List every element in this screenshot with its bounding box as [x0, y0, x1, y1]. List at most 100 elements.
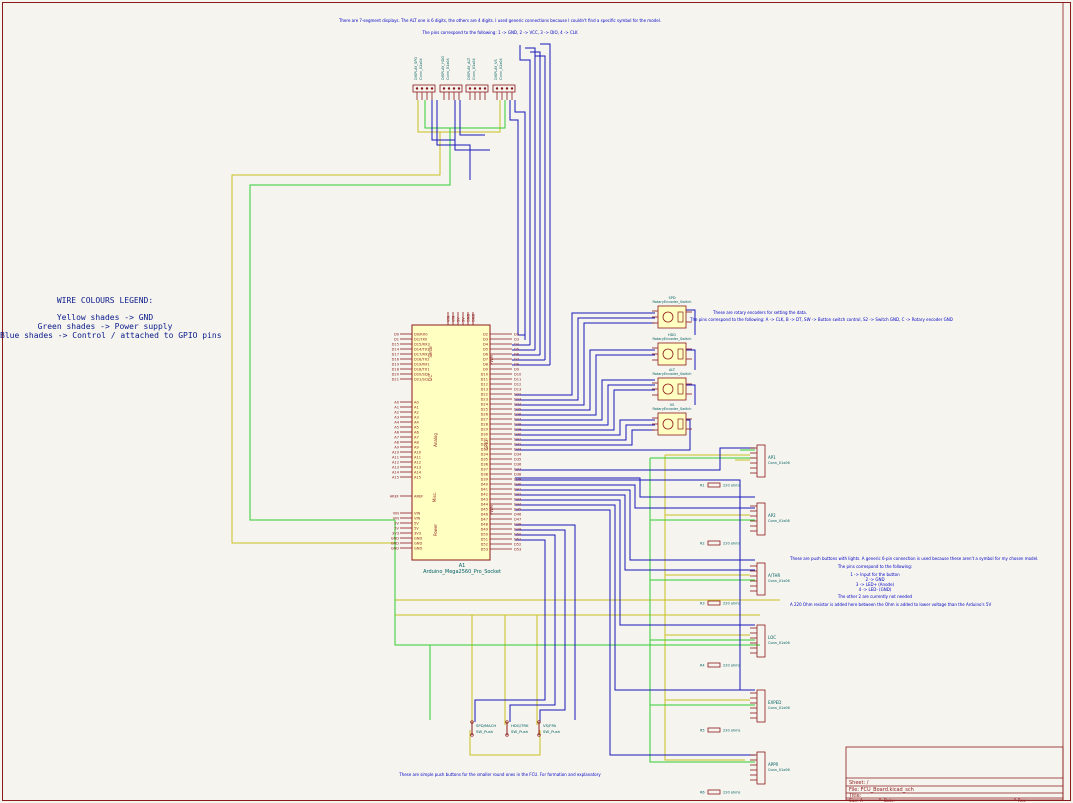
- arduino-right-pin-label: D49: [481, 528, 489, 532]
- arduino-right-pin-label: D53: [481, 548, 488, 552]
- arduino-left-pin-label: A11: [414, 456, 421, 460]
- display-pin-dot: [420, 87, 424, 90]
- display-value: Conn_01x04: [472, 57, 476, 80]
- arduino-left-pin-label: D0/RX0: [414, 333, 428, 337]
- arduino-left-pin-label: D17/RX2: [414, 353, 430, 357]
- arduino-right-pin-num: D31: [514, 438, 521, 442]
- note-encoders-line2: The pins correspond to the following: A …: [690, 317, 953, 322]
- arduino-right-pin-num: D26: [514, 413, 522, 417]
- arduino-left-pin-num: D14: [392, 348, 400, 352]
- arduino-left-pin-label: D16/TX2: [414, 358, 430, 362]
- arduino-left-pin-num: A7: [394, 436, 399, 440]
- pushbutton-value: SW_Push: [543, 729, 561, 734]
- arduino-right-pin-num: D53: [514, 548, 521, 552]
- display-pin-dot: [452, 87, 456, 90]
- title-block-title: Title:: [848, 793, 862, 799]
- arduino-right-pin-num: D24: [514, 403, 522, 407]
- pushbutton-terminal: [470, 733, 474, 737]
- display-pin-dot: [442, 87, 446, 90]
- title-block: [845, 746, 1064, 801]
- gnd-wires: [231, 100, 780, 761]
- display-pin-dot: [430, 87, 434, 90]
- note-buttons-line3: 1 -> Input for the button: [850, 572, 900, 577]
- arduino-right-pin-label: D50: [481, 533, 489, 537]
- legend-green: Green shades -> Power supply: [37, 322, 173, 331]
- arduino-left-pin-num: A15: [392, 476, 399, 480]
- wires: [231, 43, 780, 763]
- arduino-left-pin-label: A3: [414, 416, 419, 420]
- arduino-left-pin-num: D15: [392, 343, 399, 347]
- arduino-right-pin-num: D7: [514, 358, 519, 362]
- arduino-right-pin-label: D37: [481, 468, 488, 472]
- button-ref: AP2: [768, 513, 776, 518]
- button-connector-body: [756, 751, 766, 785]
- encoder-body: [657, 342, 687, 366]
- arduino-right-pin-num: D12: [514, 383, 521, 387]
- arduino-right-pin-num: D44: [514, 503, 522, 507]
- pushbutton-terminal: [470, 720, 474, 724]
- arduino-right-pin-num: D3: [514, 338, 519, 342]
- pushbutton-terminal: [505, 733, 509, 737]
- arduino-left-pin-label: A6: [414, 431, 419, 435]
- arduino-left-pin-label: A1: [414, 406, 419, 410]
- wire-colours-legend: WIRE COLOURS LEGEND: Yellow shades -> GN…: [0, 296, 222, 340]
- display-pin-dot: [495, 87, 499, 90]
- arduino-right-pin-label: D47: [481, 518, 488, 522]
- arduino-left-pin-label: D1/TX0: [414, 338, 428, 342]
- arduino-left-pin-num: A5: [394, 426, 399, 430]
- note-buttons-line5: 3 -> LED+ (Anode): [855, 582, 895, 587]
- arduino-left-pin-num: D0: [394, 333, 400, 337]
- arduino-left-pin-label: A7: [414, 436, 419, 440]
- button-connector-body: [756, 562, 766, 596]
- arduino-right-pin-num: D50: [514, 533, 522, 537]
- button-value: Conn_01x06: [768, 706, 790, 710]
- button-value: Conn_01x06: [768, 768, 790, 772]
- arduino-left-pin-num: 3V3: [392, 532, 399, 536]
- display-connector-body: [465, 84, 489, 93]
- arduino-right-pin-num: D47: [514, 518, 521, 522]
- arduino-right-pin-num: D29: [514, 428, 522, 432]
- display-pin-dot: [473, 87, 477, 90]
- arduino-right-pin-num: D42: [514, 493, 521, 497]
- arduino-left-pin-label: D18/TX1: [414, 368, 430, 372]
- control-wires: [431, 43, 755, 756]
- arduino-right-pin-num: D4: [514, 343, 520, 347]
- arduino-left-pin-num: A13: [392, 466, 399, 470]
- button-value: Conn_01x06: [768, 641, 790, 645]
- note-encoders-line1: These are rotary encoders for setting th…: [713, 310, 807, 315]
- arduino-right-pin-label: D24: [481, 403, 489, 407]
- display-value: Conn_01x04: [446, 57, 450, 80]
- arduino-left-pin-label: A5: [414, 426, 419, 430]
- arduino-right-pin-label: D31: [481, 438, 488, 442]
- arduino-right-pin-label: D11: [481, 378, 488, 382]
- arduino-right-pin-num: D40: [514, 483, 522, 487]
- arduino-right-pin-label: D8: [483, 363, 489, 367]
- arduino-left-pin-num: A4: [394, 421, 399, 425]
- arduino-left-pin-num: A0: [394, 401, 399, 405]
- arduino-right-pin-num: D51: [514, 538, 521, 542]
- arduino-left-pin-label: GND: [414, 537, 422, 541]
- encoder-knob: [662, 418, 674, 430]
- arduino-right-pin-label: D23: [481, 398, 488, 402]
- rotary-encoders: SPDRotaryEncoder_SwitchHDGRotaryEncoder_…: [652, 296, 692, 436]
- arduino-right-pin-num: D48: [514, 523, 522, 527]
- arduino-left-pin-num: AREF: [390, 495, 399, 499]
- encoder-ref: VS: [670, 403, 675, 407]
- button-connector-body: [756, 444, 766, 478]
- arduino-top-pin-label: VIN: [452, 315, 456, 322]
- arduino-right-pin-label: D13: [481, 388, 488, 392]
- display-value: Conn_01x04: [499, 57, 503, 80]
- arduino-left-pin-label: A4: [414, 421, 419, 425]
- display-pin-dot: [483, 87, 487, 90]
- arduino-right-pin-num: D30: [514, 433, 522, 437]
- display-value: Conn_01x04: [419, 57, 423, 80]
- note-displays-line2: The pins correspond to the following: 1 …: [422, 30, 578, 35]
- arduino-left-pin-num: D1: [394, 338, 399, 342]
- button-ref: APPR: [768, 762, 779, 767]
- title-block-date: Date:: [884, 798, 895, 803]
